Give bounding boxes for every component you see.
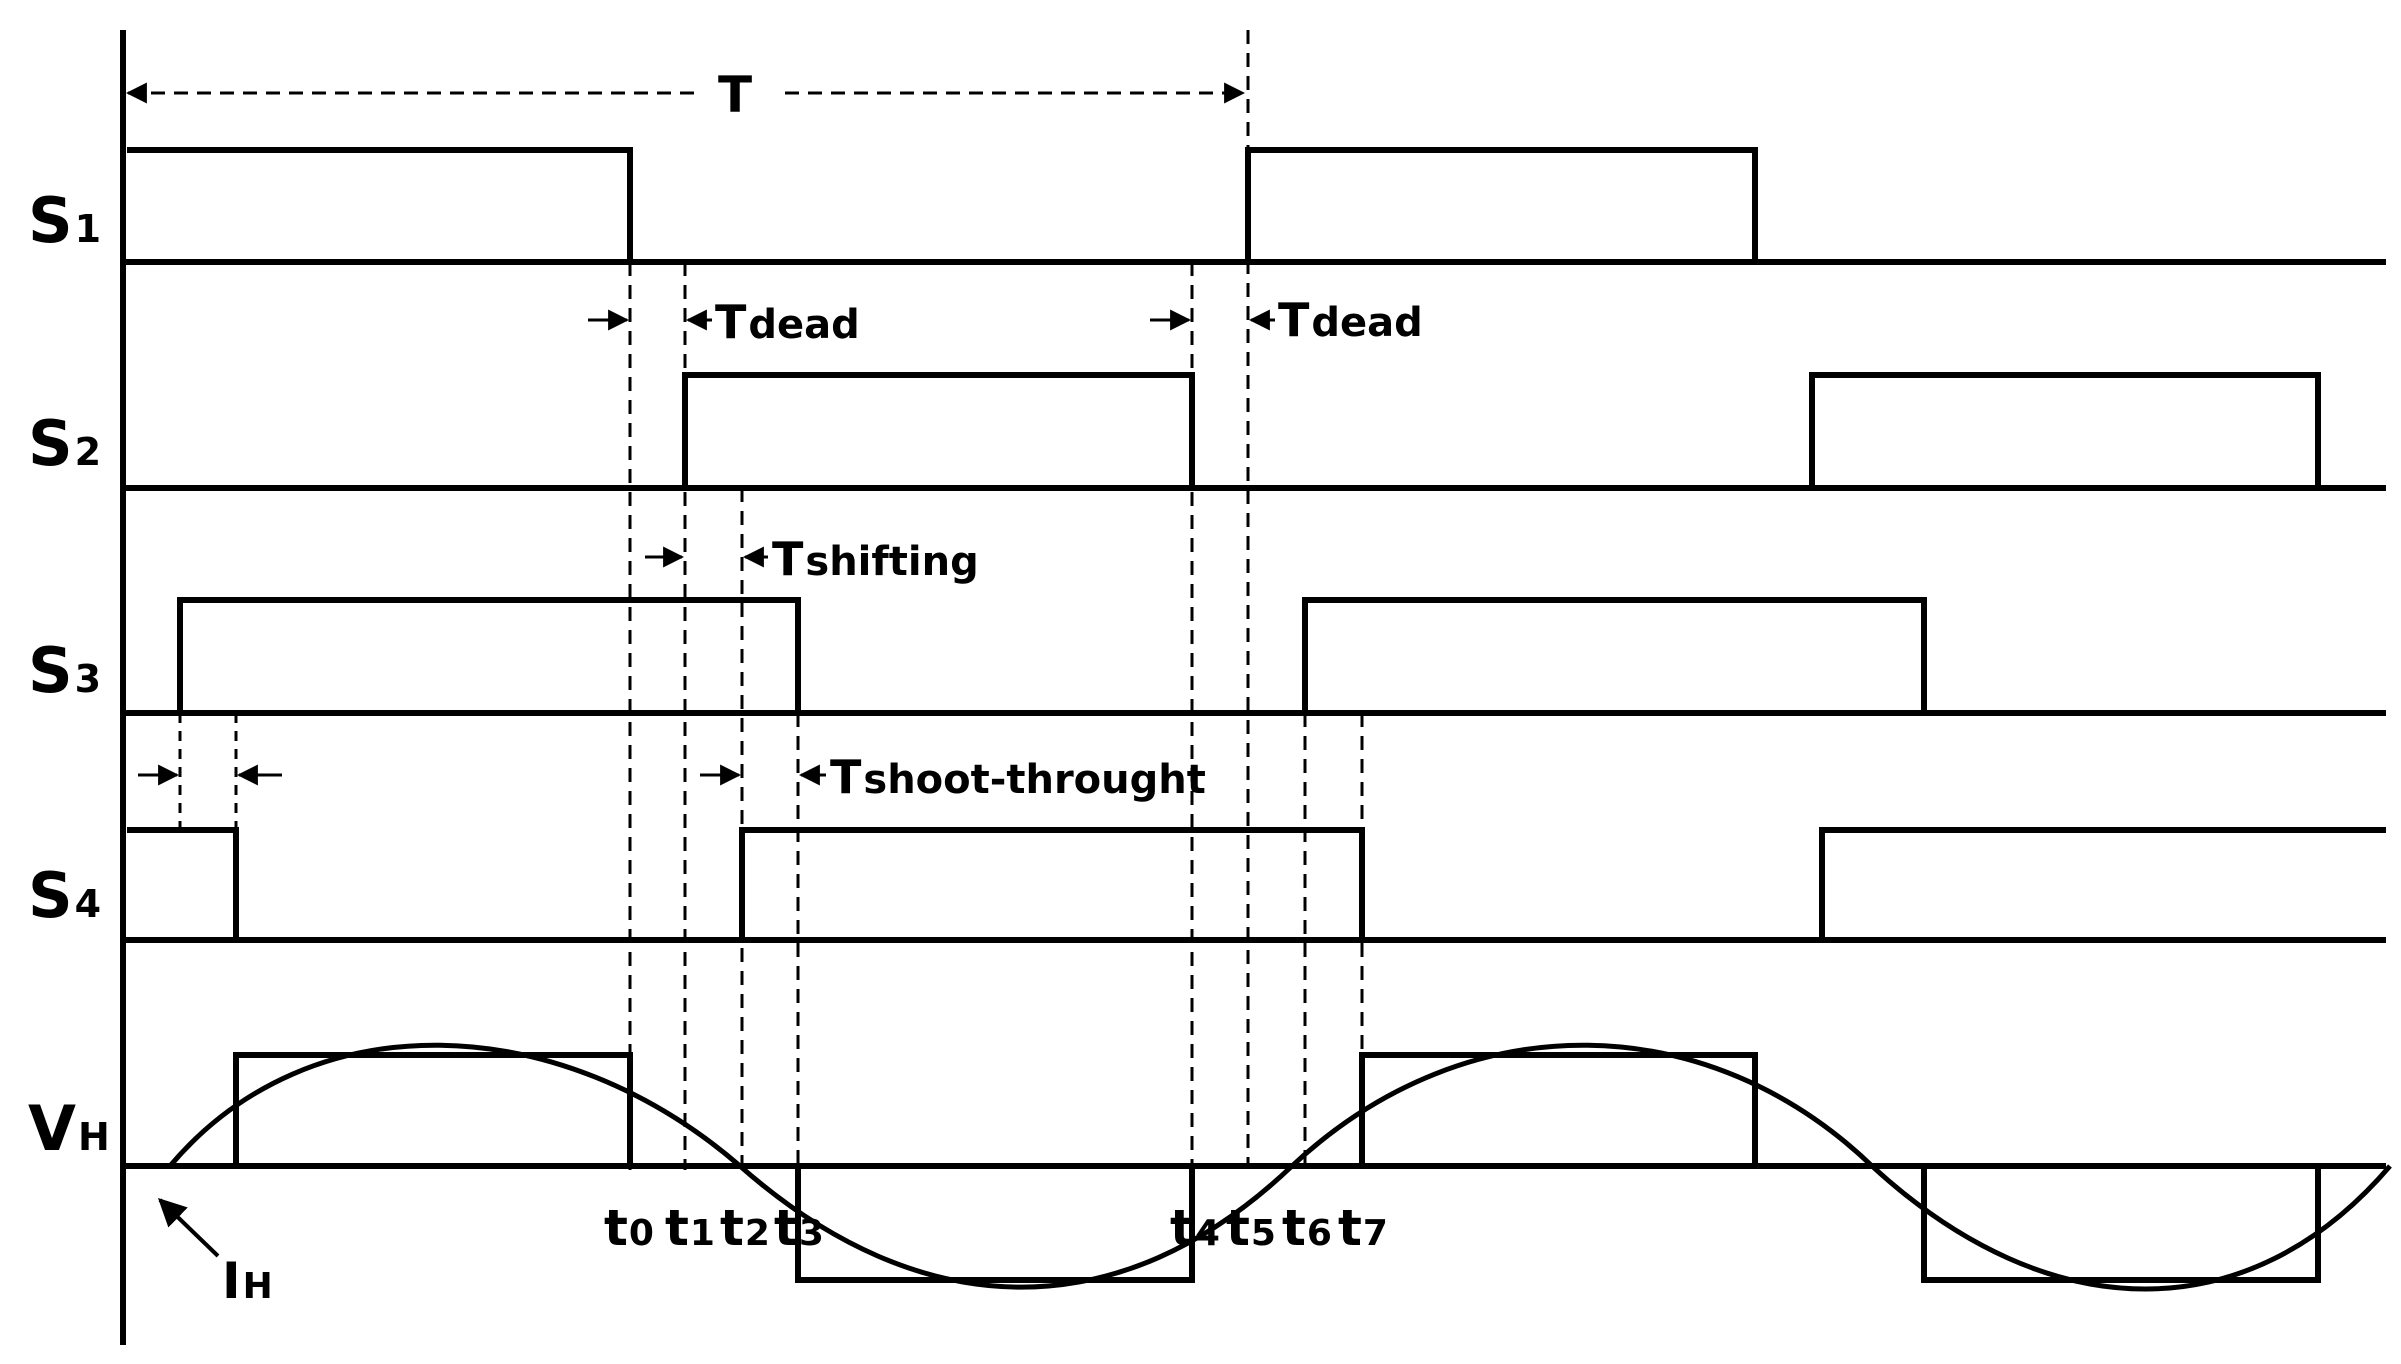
interval-arrows [138, 309, 1275, 1258]
time-mark-labels: t0 t1 t2 t3 t4 t5 t6 t7 [604, 1199, 1388, 1257]
ih-pointer-arrow [157, 1198, 220, 1258]
time-guides [178, 262, 1364, 1170]
time-mark-t0: t0 [604, 1199, 654, 1257]
waveform-s4 [127, 827, 2386, 943]
waveforms [127, 147, 2386, 1283]
waveform-vh [233, 1052, 2321, 1283]
signal-label-s3: S3 [28, 634, 101, 707]
period-label: T [718, 66, 752, 124]
annotation-labels: Tdead Tdead Tshifting Tshoot-throught IH [222, 293, 1423, 1310]
label-shifting: Tshifting [772, 532, 979, 586]
signal-label-vh: VH [28, 1092, 110, 1165]
time-mark-t3: t3 [774, 1199, 824, 1257]
signal-label-s1: S1 [28, 184, 101, 257]
time-mark-t5: t5 [1226, 1199, 1276, 1257]
label-current-ih: IH [222, 1252, 273, 1310]
time-mark-t1: t1 [665, 1199, 715, 1257]
waveform-s2 [682, 372, 2321, 491]
label-shoot-through: Tshoot-throught [830, 750, 1206, 804]
signal-label-s4: S4 [28, 859, 101, 932]
time-mark-t6: t6 [1282, 1199, 1332, 1257]
time-mark-t4: t4 [1170, 1199, 1220, 1257]
signal-label-s2: S2 [28, 407, 101, 480]
time-mark-t2: t2 [720, 1199, 770, 1257]
label-dead-time-2: Tdead [1278, 293, 1423, 347]
time-mark-t7: t7 [1338, 1199, 1388, 1257]
waveform-s1 [127, 147, 1758, 265]
current-wave-ih [168, 1042, 2392, 1292]
label-dead-time-1: Tdead [715, 295, 860, 349]
waveform-s3 [177, 597, 1927, 716]
signal-labels: S1 S2 S3 S4 VH [28, 184, 110, 1165]
